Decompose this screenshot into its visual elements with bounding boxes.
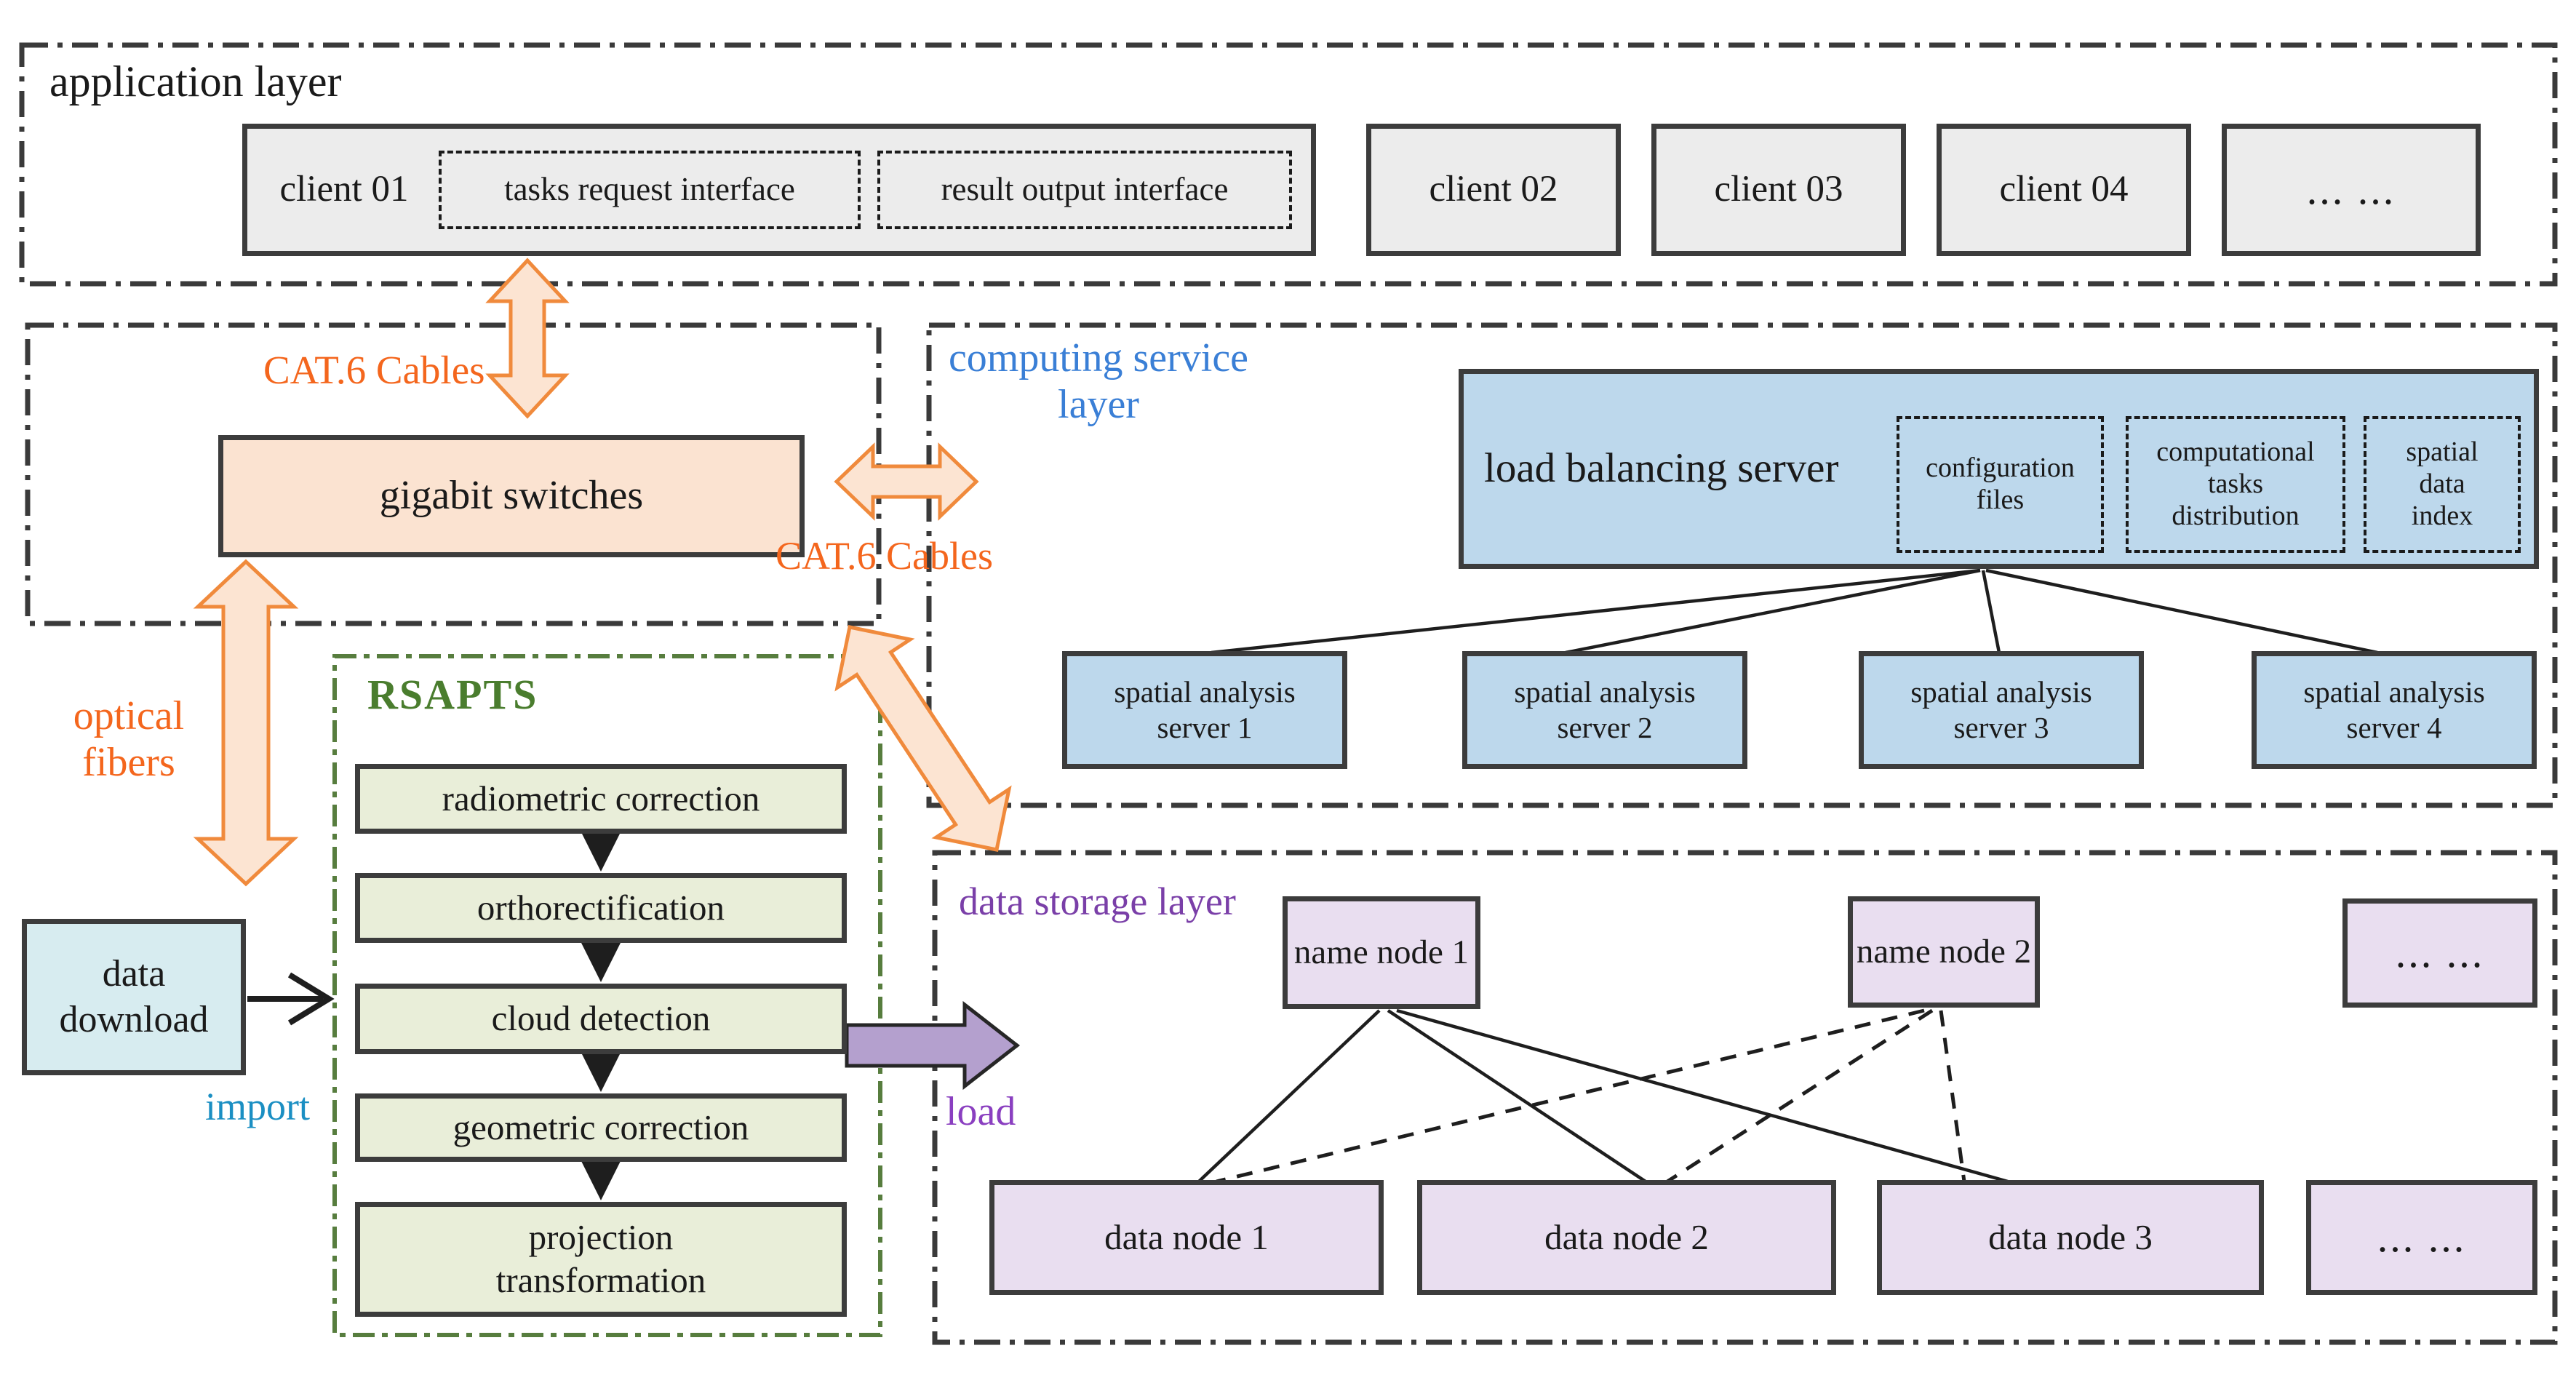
client-04-box: client 04 xyxy=(1937,124,2191,256)
rsapts-border xyxy=(332,654,882,1337)
orthorectification-box: orthorectification xyxy=(355,873,847,943)
network-layer-border xyxy=(25,322,882,626)
computational-tasks-distribution-box: computational tasks distribution xyxy=(2126,416,2345,553)
radiometric-correction-box: radiometric correction xyxy=(355,764,847,834)
projection-transformation-box: projection transformation xyxy=(355,1202,847,1317)
more-clients-box: ... ... xyxy=(2222,124,2481,256)
client-01-label: client 01 xyxy=(279,169,409,210)
lb-to-server1-line xyxy=(1211,568,1981,655)
cat6-clients-switches-arrow xyxy=(485,258,570,419)
namenode2-to-datanode1-line xyxy=(1216,1008,1925,1184)
tasks-request-interface-box: tasks request interface xyxy=(439,151,861,229)
data-node-1-box: data node 1 xyxy=(989,1180,1384,1295)
cat6-cables-label-mid: CAT.6 Cables xyxy=(775,534,993,578)
cat6-cables-label-top: CAT.6 Cables xyxy=(263,348,485,392)
configuration-files-box: configuration files xyxy=(1897,416,2104,553)
spatial-analysis-server-1-box: spatial analysis server 1 xyxy=(1062,651,1347,769)
cat6-switches-computing-arrow xyxy=(834,442,979,521)
namenode2-to-datanode3-line xyxy=(1939,1010,1966,1182)
namenode1-to-datanode3-line xyxy=(1396,1008,2009,1184)
computing-layer-title: computing service layer xyxy=(948,335,1249,428)
rsapts-title: RSAPTS xyxy=(367,671,538,718)
lb-to-server4-line xyxy=(1985,568,2378,655)
namenode1-to-datanode1-line xyxy=(1197,1009,1381,1183)
cloud-detection-box: cloud detection xyxy=(355,984,847,1054)
geometric-correction-box: geometric correction xyxy=(355,1093,847,1162)
optical-fibers-label: optical fibers xyxy=(73,693,185,786)
gigabit-switches-box: gigabit switches xyxy=(218,435,805,557)
lb-to-server3-line xyxy=(1981,570,2001,653)
cat6-diagonal-storage-arrow xyxy=(834,625,1012,852)
result-output-interface-box: result output interface xyxy=(877,151,1292,229)
storage-layer-title: data storage layer xyxy=(959,880,1236,923)
application-layer-title: application layer xyxy=(49,57,342,105)
import-arrow xyxy=(247,972,335,1026)
load-balancing-server-box: load balancing server configuration file… xyxy=(1459,369,2539,569)
namenode2-to-datanode2-line xyxy=(1666,1008,1934,1184)
data-node-3-box: data node 3 xyxy=(1877,1180,2264,1295)
more-data-nodes-box: ... ... xyxy=(2306,1180,2537,1295)
name-node-1-box: name node 1 xyxy=(1283,896,1480,1009)
spatial-analysis-server-2-box: spatial analysis server 2 xyxy=(1462,651,1747,769)
import-label: import xyxy=(205,1085,310,1128)
optical-fibers-arrow xyxy=(193,559,299,887)
spatial-analysis-server-3-box: spatial analysis server 3 xyxy=(1859,651,2144,769)
load-label: load xyxy=(946,1089,1016,1134)
load-arrow xyxy=(845,1000,1021,1091)
client-03-box: client 03 xyxy=(1651,124,1906,256)
application-layer-border xyxy=(19,42,2558,287)
data-node-2-box: data node 2 xyxy=(1417,1180,1836,1295)
computing-layer-border xyxy=(926,322,2558,808)
spatial-analysis-server-4-box: spatial analysis server 4 xyxy=(2252,651,2537,769)
data-download-box: data download xyxy=(22,919,246,1075)
spatial-data-index-box: spatial data index xyxy=(2364,416,2521,553)
lb-to-server2-line xyxy=(1565,568,1981,655)
client-02-box: client 02 xyxy=(1366,124,1621,256)
more-name-nodes-box: ... ... xyxy=(2342,898,2537,1008)
name-node-2-box: name node 2 xyxy=(1848,896,2040,1008)
namenode1-to-datanode2-line xyxy=(1387,1009,1647,1183)
load-balancing-server-label: load balancing server xyxy=(1484,445,1839,492)
storage-layer-border xyxy=(932,850,2558,1345)
client-01-box: client 01 tasks request interface result… xyxy=(242,124,1316,256)
